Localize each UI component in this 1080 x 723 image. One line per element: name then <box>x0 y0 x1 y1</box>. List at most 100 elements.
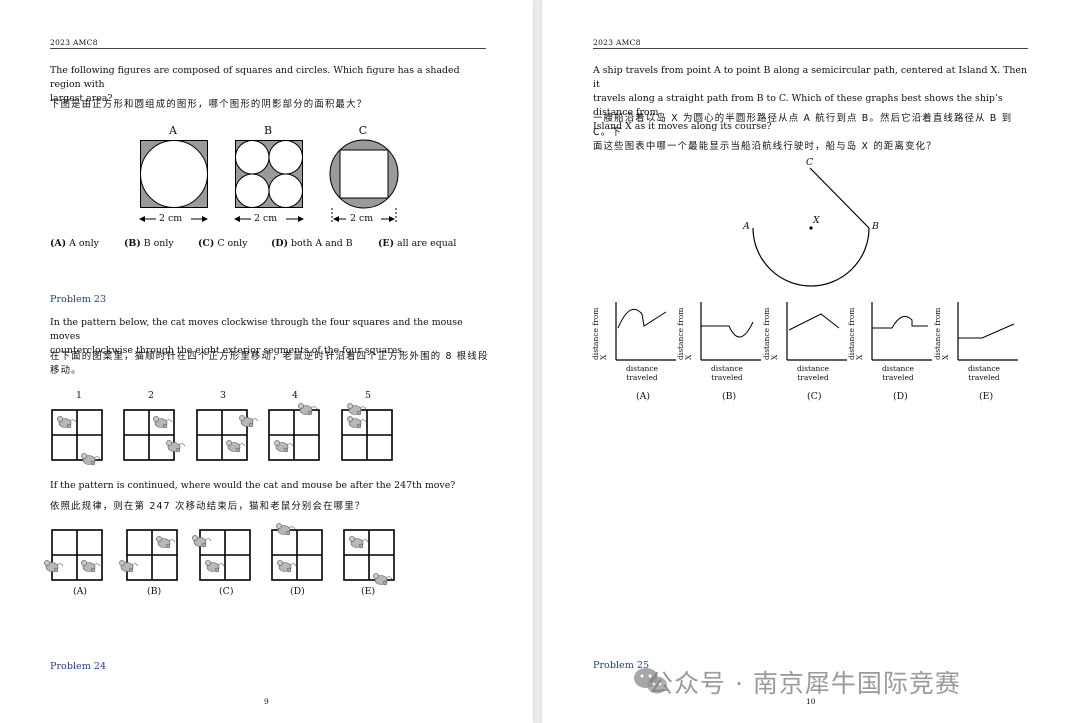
problem-25-title: Problem 25 <box>593 660 650 671</box>
figure-label-a: A <box>169 124 177 137</box>
problem-23-question-cn: 依照此规律，则在第 247 次移动结束后，猫和老鼠分别会在哪里？ <box>50 501 366 512</box>
figure-label-b: B <box>263 124 273 137</box>
choice-text: B only <box>143 238 174 249</box>
graph-choice-c: (C) <box>807 391 822 402</box>
figure-label-c: C <box>358 124 368 137</box>
cat-mouse-pattern <box>51 403 393 466</box>
choice-text: both A and B <box>291 238 353 249</box>
answer-label-a: (A) <box>73 586 88 597</box>
graph-b-ylabel: distance from X <box>676 305 697 360</box>
page-number: 9 <box>264 697 269 706</box>
question-25-line1: A ship travels from point A to point B a… <box>593 65 1028 90</box>
graph-d-ylabel: distance from X <box>847 305 868 360</box>
page-header: 2023 AMC8 <box>50 38 98 47</box>
question-25-line3: Island X as it moves along its course? <box>593 121 772 132</box>
figure-c <box>329 139 399 209</box>
question-22-line2: largest area? <box>50 93 113 104</box>
dimension-label-b: 2 cm <box>254 213 278 224</box>
label-x: X <box>813 215 820 226</box>
ship-path-diagram <box>752 167 870 287</box>
step-label-5: 5 <box>365 390 371 401</box>
graph-choice-b: (B) <box>722 391 737 402</box>
label-b: B <box>872 221 879 232</box>
problem-23-intro-cn: 在下面的图案里，猫顺时针在四个正方形里移动，老鼠逆时针沿着四个正方形外围的 8 … <box>50 350 490 378</box>
cat-mouse-answer-grids <box>44 523 395 586</box>
answer-label-d: (D) <box>290 586 305 597</box>
xlabel-line2: traveled <box>968 373 1000 382</box>
graph-a-ylabel: distance from X <box>591 305 612 360</box>
distance-graphs <box>615 302 1018 361</box>
page-header: 2023 AMC8 <box>593 38 641 47</box>
xlabel-line1: distance <box>625 364 658 373</box>
xlabel-line2: traveled <box>882 373 914 382</box>
wechat-logo-icon <box>634 668 667 694</box>
graph-choice-d: (D) <box>893 391 908 402</box>
choice-text: all are equal <box>397 238 457 249</box>
question-22-line1: The following figures are composed of sq… <box>50 65 460 90</box>
problem-23-intro-cn-line2: 移动。 <box>50 365 82 376</box>
choice-a: (A) A only <box>50 238 99 249</box>
question-22-text: The following figures are composed of sq… <box>50 64 490 106</box>
xlabel-line1: distance <box>967 364 1000 373</box>
answer-label-c: (C) <box>219 586 234 597</box>
choice-text: A only <box>69 238 99 249</box>
problem-23-question: If the pattern is continued, where would… <box>50 480 456 491</box>
graph-choice-e: (E) <box>979 391 994 402</box>
figure-a <box>140 140 208 208</box>
step-label-3: 3 <box>220 390 226 401</box>
xlabel-line1: distance <box>796 364 829 373</box>
question-25-text: A ship travels from point A to point B a… <box>593 64 1033 134</box>
page-number: 10 <box>806 697 816 706</box>
problem-23-intro-line2: counterclockwise through the eight exter… <box>50 345 406 356</box>
label-c: C <box>806 157 814 168</box>
choice-letter: (B) <box>124 238 141 249</box>
question-25-cn-line2: 面这些图表中哪一个最能显示当船沿航线行驶时，船与岛 X 的距离变化？ <box>593 141 937 152</box>
graph-c-ylabel: distance from X <box>762 305 783 360</box>
step-label-1: 1 <box>76 390 82 401</box>
xlabel-line2: traveled <box>711 373 743 382</box>
question-25-cn-line1: 一艘船沿着以岛 X 为圆心的半圆形路径从点 A 航行到点 B。然后它沿着直线路径… <box>593 113 1013 138</box>
xlabel-line1: distance <box>881 364 914 373</box>
watermark: 公众号 · 南京犀牛国际竞赛 <box>648 669 961 698</box>
choice-text: C only <box>217 238 248 249</box>
step-label-2: 2 <box>148 390 154 401</box>
choice-letter: (A) <box>50 238 67 249</box>
xlabel-line2: traveled <box>797 373 829 382</box>
problem-24-title: Problem 24 <box>50 661 107 672</box>
graph-choice-a: (A) <box>636 391 651 402</box>
label-a: A <box>743 221 750 232</box>
figure-b <box>235 140 303 208</box>
dimension-arrows <box>139 208 397 222</box>
question-25-cn: 一艘船沿着以岛 X 为圆心的半圆形路径从点 A 航行到点 B。然后它沿着直线路径… <box>593 112 1033 154</box>
dimension-label-c: 2 cm <box>350 213 374 224</box>
right-page: 2023 AMC8 A ship travels from point A to… <box>542 0 1080 723</box>
question-22-cn: 下图是由正方形和圆组成的图形，哪个图形的阴影部分的面积最大？ <box>50 99 368 110</box>
answer-label-b: (B) <box>147 586 162 597</box>
choice-letter: (E) <box>378 238 395 249</box>
problem-23-intro-cn-line1: 在下面的图案里，猫顺时针在四个正方形里移动，老鼠逆时针沿着四个正方形外围的 8 … <box>50 351 489 362</box>
choice-letter: (C) <box>198 238 215 249</box>
choice-letter: (D) <box>271 238 289 249</box>
graph-e-ylabel: distance from X <box>933 305 954 360</box>
problem-23-title: Problem 23 <box>50 294 107 305</box>
choice-e: (E) all are equal <box>378 238 456 249</box>
question-25-line2: travels along a straight path from B to … <box>593 93 1003 118</box>
choice-b: (B) B only <box>124 238 174 249</box>
header-rule <box>593 48 1028 49</box>
problem-23-intro: In the pattern below, the cat moves cloc… <box>50 316 490 358</box>
step-label-4: 4 <box>292 390 298 401</box>
choice-c: (C) C only <box>198 238 247 249</box>
problem-23-intro-line1: In the pattern below, the cat moves cloc… <box>50 317 463 342</box>
answer-label-e: (E) <box>361 586 376 597</box>
xlabel-line1: distance <box>710 364 743 373</box>
dimension-label-a: 2 cm <box>159 213 183 224</box>
header-rule <box>50 48 486 49</box>
left-page: 2023 AMC8 The following figures are comp… <box>0 0 533 723</box>
xlabel-line2: traveled <box>626 373 658 382</box>
choice-d: (D) both A and B <box>271 238 353 249</box>
